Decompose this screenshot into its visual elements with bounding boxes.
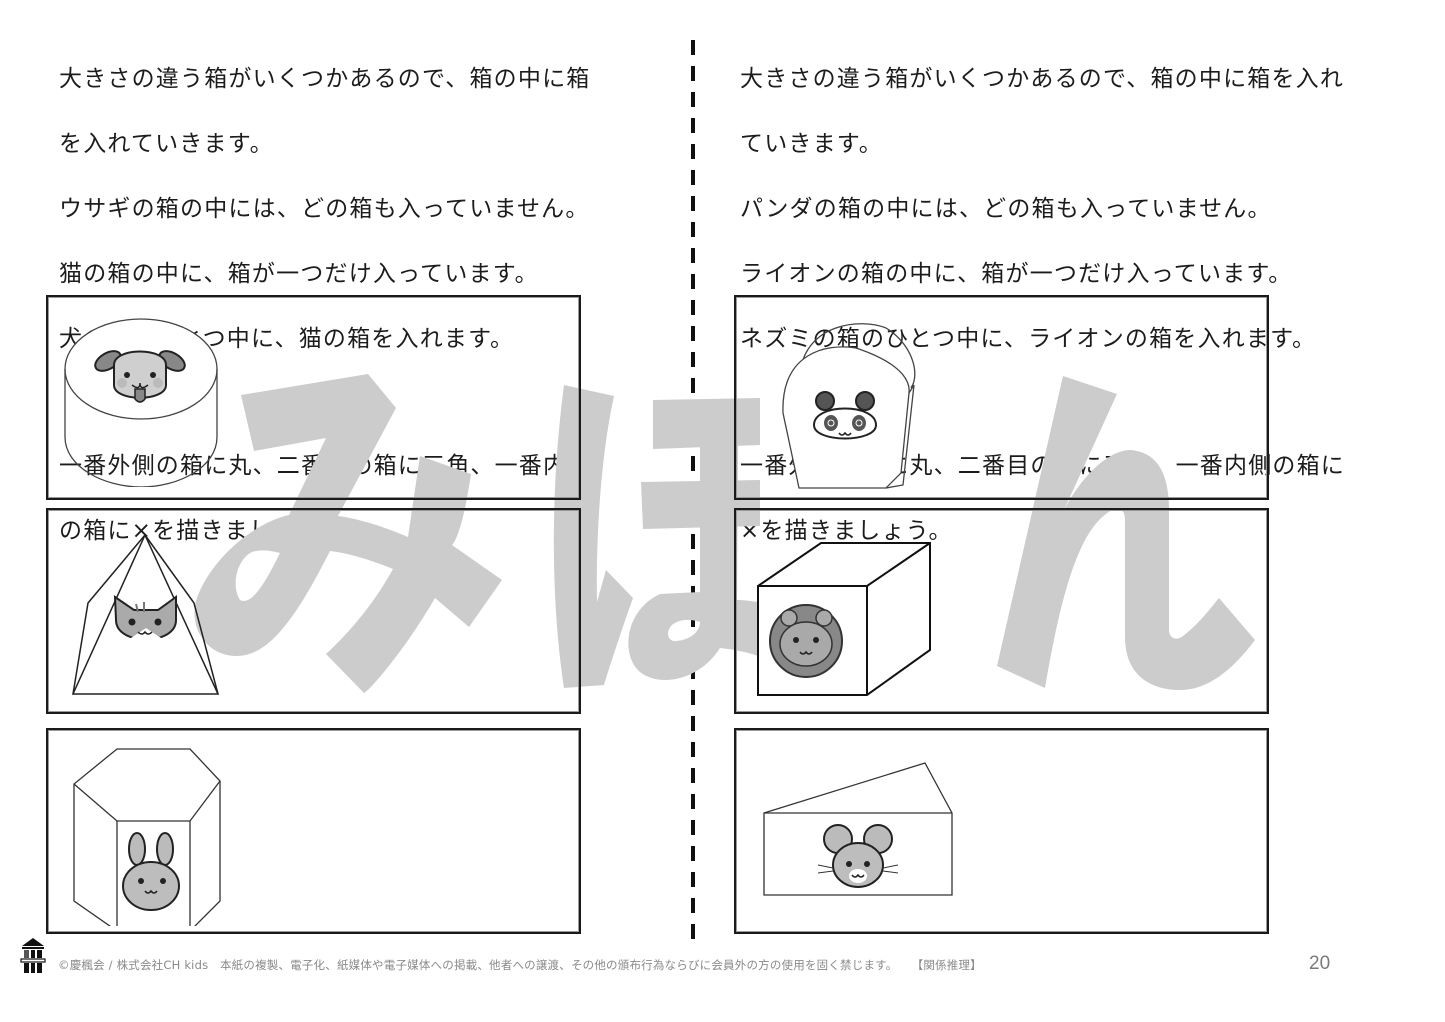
building-logo-icon — [20, 938, 46, 973]
instruction-line: 大きさの違う箱がいくつかあるので、箱の中に箱を入れ — [740, 65, 1345, 92]
cylinder-box-illustration — [64, 318, 218, 487]
copyright-text: ©慶楓会 / 株式会社CH kids 本紙の複製、電子化、紙媒体や電子媒体への掲… — [58, 958, 898, 972]
instruction-line: ていきます。 — [740, 130, 883, 157]
answer-box-lion[interactable] — [734, 508, 1269, 714]
copyright-notice: ©慶楓会 / 株式会社CH kids 本紙の複製、電子化、紙媒体や電子媒体への掲… — [58, 957, 982, 973]
cube-box-illustration — [757, 542, 931, 696]
cut-line-divider — [691, 40, 695, 950]
dog-face-icon — [94, 350, 186, 403]
cat-face-icon — [113, 595, 177, 645]
answer-box-rabbit[interactable] — [46, 728, 581, 934]
instruction-line: 猫の箱の中に、箱が一つだけ入っています。 — [59, 260, 539, 287]
instruction-line: 大きさの違う箱がいくつかあるので、箱の中に箱 — [59, 65, 591, 92]
topic-label: 【関係推理】 — [917, 958, 982, 972]
cheese-wedge-box-illustration — [763, 762, 953, 896]
panda-face-icon — [812, 391, 878, 440]
instruction-line: ウサギの箱の中には、どの箱も入っていません。 — [59, 195, 590, 222]
answer-box-mouse[interactable] — [734, 728, 1269, 934]
hexagonal-prism-box-illustration — [73, 748, 221, 926]
pyramid-box-illustration — [71, 533, 220, 695]
instruction-line: ライオンの箱の中に、箱が一つだけ入っています。 — [740, 260, 1293, 287]
lion-face-icon — [769, 604, 843, 678]
takeout-box-illustration — [782, 323, 916, 489]
mouse-face-icon — [817, 824, 899, 888]
answer-box-cat[interactable] — [46, 508, 581, 714]
answer-box-dog[interactable] — [46, 295, 581, 500]
instruction-line: を入れていきます。 — [59, 130, 274, 157]
answer-box-panda[interactable] — [734, 295, 1269, 500]
page-footer: ©慶楓会 / 株式会社CH kids 本紙の複製、電子化、紙媒体や電子媒体への掲… — [0, 938, 1445, 985]
instruction-line: パンダの箱の中には、どの箱も入っていません。 — [740, 195, 1272, 222]
page-number: 20 — [1309, 953, 1331, 974]
rabbit-face-icon — [122, 832, 180, 911]
